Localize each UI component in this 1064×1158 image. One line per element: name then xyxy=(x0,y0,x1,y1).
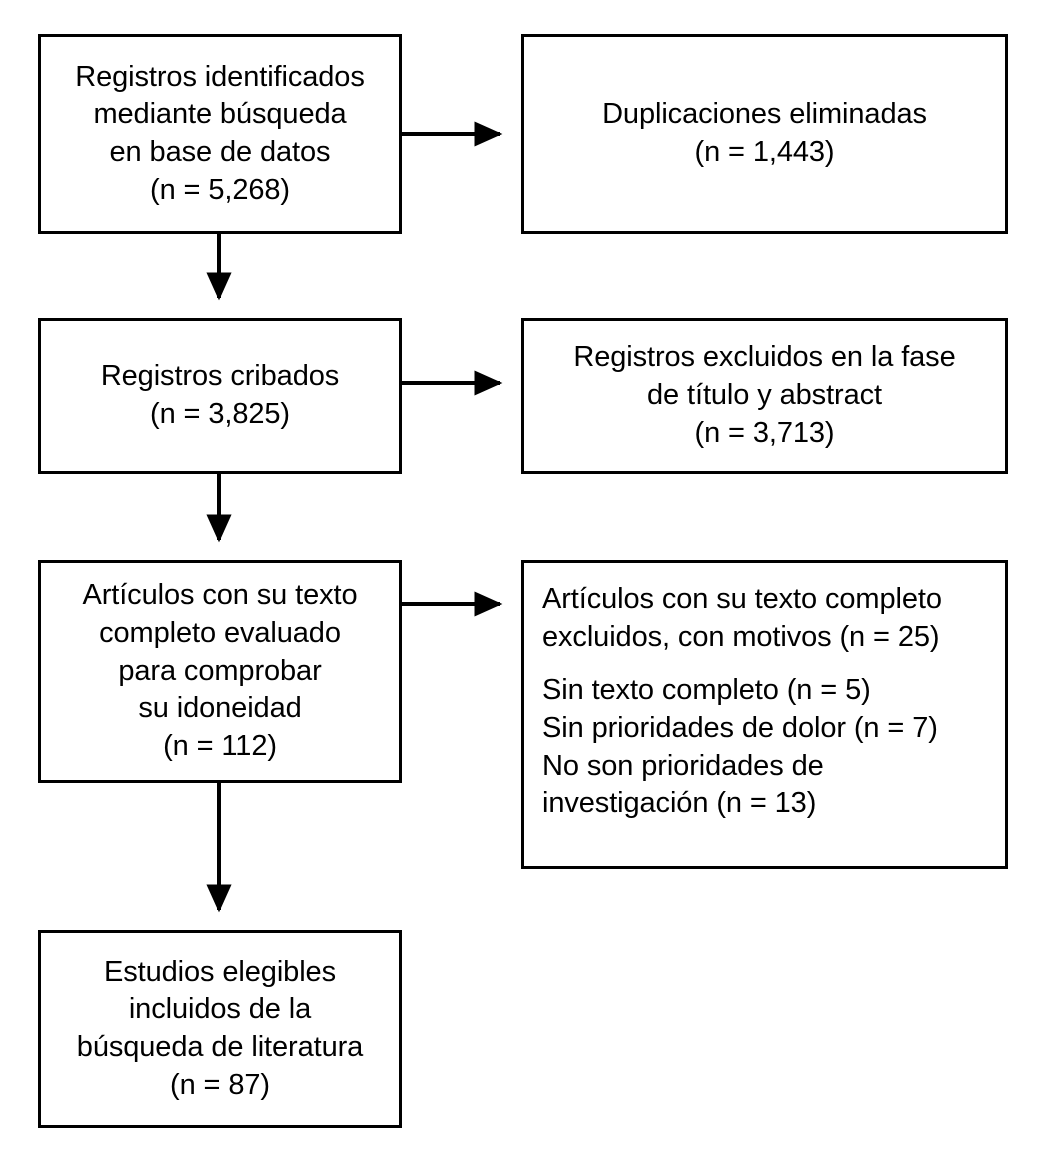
duplicates-removed-line-1: Duplicaciones eliminadas xyxy=(602,98,927,131)
box-fulltext-assessed: Artículos con su texto completo evaluado… xyxy=(38,560,402,783)
fulltext-assessed-count: (n = 112) xyxy=(163,730,277,763)
fulltext-assessed-line-3: para comprobar xyxy=(118,654,322,687)
box-records-excluded-title-abstract: Registros excluidos en la fase de título… xyxy=(521,318,1008,474)
fulltext-excluded-reason-3b: investigación (n = 13) xyxy=(542,787,817,820)
fulltext-assessed-line-2: completo evaluado xyxy=(99,616,341,649)
studies-included-count: (n = 87) xyxy=(170,1068,270,1101)
fulltext-assessed-line-4: su idoneidad xyxy=(138,692,302,725)
records-identified-line-2: mediante búsqueda xyxy=(93,98,347,131)
records-screened-count: (n = 3,825) xyxy=(150,398,290,430)
fulltext-excluded-line-2: excluidos, con motivos (n = 25) xyxy=(542,620,940,653)
box-fulltext-excluded: Artículos con su texto completo excluido… xyxy=(521,560,1008,869)
fulltext-excluded-spacer xyxy=(542,656,991,672)
records-identified-line-3: en base de datos xyxy=(109,136,331,168)
box-records-screened: Registros cribados (n = 3,825) xyxy=(38,318,402,474)
fulltext-excluded-reason-2: Sin prioridades de dolor (n = 7) xyxy=(542,712,938,745)
records-excluded-line-1: Registros excluidos en la fase xyxy=(573,341,956,374)
fulltext-excluded-reason-1: Sin texto completo (n = 5) xyxy=(542,674,871,707)
box-duplicates-removed: Duplicaciones eliminadas (n = 1,443) xyxy=(521,34,1008,234)
fulltext-assessed-line-1: Artículos con su texto xyxy=(82,579,358,612)
records-screened-line-1: Registros cribados xyxy=(100,360,340,393)
studies-included-line-2: incluidos de la xyxy=(128,993,312,1026)
records-excluded-line-2: de título y abstract xyxy=(647,379,882,412)
studies-included-line-1: Estudios elegibles xyxy=(104,955,336,988)
box-studies-included: Estudios elegibles incluidos de la búsqu… xyxy=(38,930,402,1128)
fulltext-excluded-reason-3a: No son prioridades de xyxy=(542,749,824,782)
box-records-identified: Registros identificados mediante búsqued… xyxy=(38,34,402,234)
studies-included-line-3: búsqueda de literatura xyxy=(76,1031,364,1063)
records-excluded-count: (n = 3,713) xyxy=(694,416,835,449)
duplicates-removed-count: (n = 1,443) xyxy=(694,136,835,168)
fulltext-excluded-line-1: Artículos con su texto completo xyxy=(542,583,942,615)
records-identified-line-1: Registros identificados xyxy=(75,60,365,93)
records-identified-count: (n = 5,268) xyxy=(150,173,290,206)
